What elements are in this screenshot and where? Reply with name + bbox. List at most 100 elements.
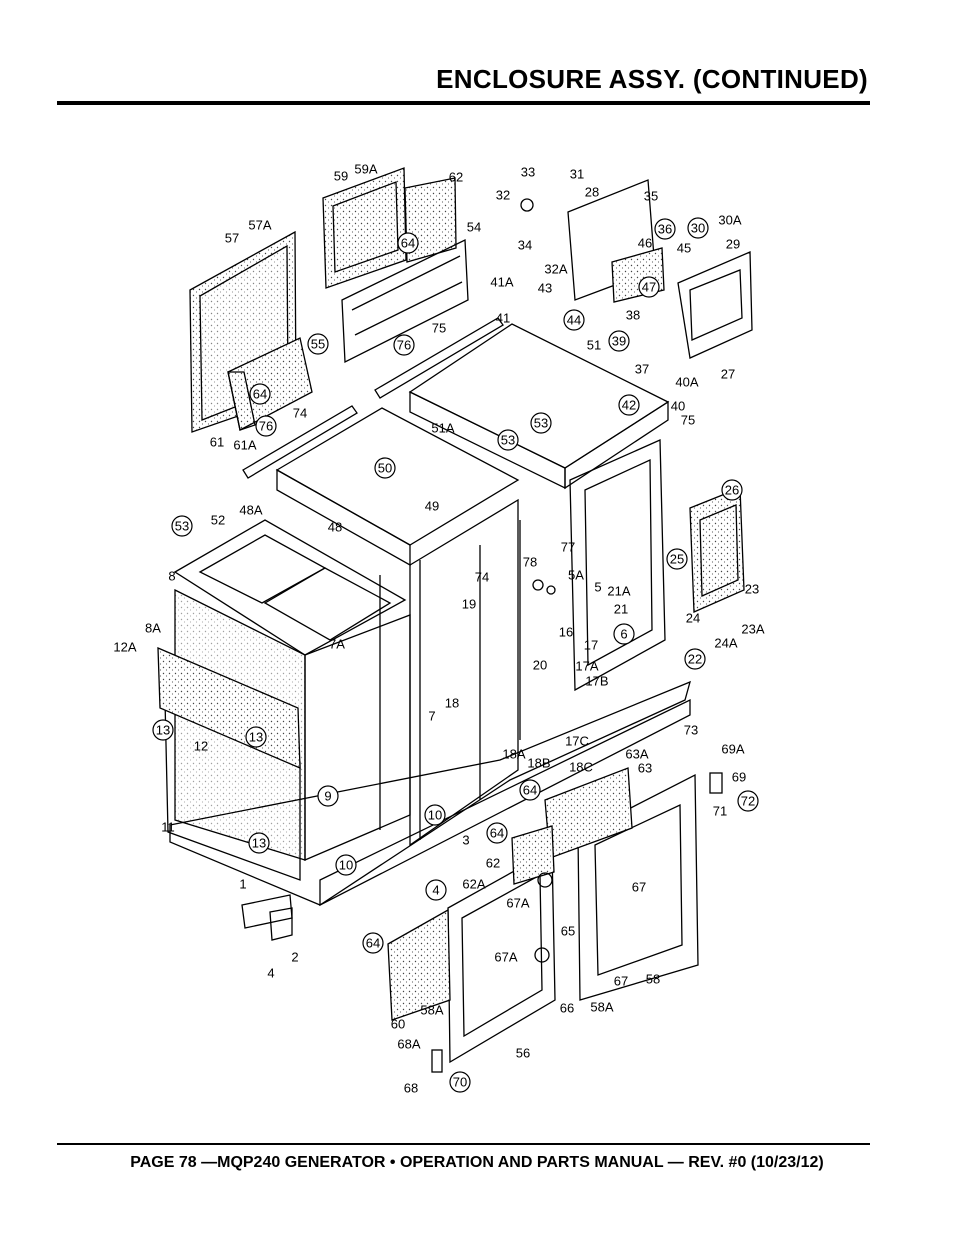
callout-label: 8A	[145, 621, 161, 636]
callout-label: 68	[404, 1081, 418, 1096]
callout-label: 53	[501, 433, 515, 448]
top-panel-59	[322, 167, 407, 289]
callout-label: 33	[521, 165, 535, 180]
callout-circle	[687, 217, 709, 239]
callout: 17	[584, 638, 598, 653]
callout-label: 64	[523, 783, 537, 798]
bolt-77	[546, 585, 556, 595]
callout-label: 68A	[397, 1037, 420, 1052]
callout-label: 29	[726, 237, 740, 252]
callout-label: 67	[632, 880, 646, 895]
callout: 53	[497, 429, 519, 451]
callout-label: 64	[253, 387, 267, 402]
callout-label: 77	[561, 540, 575, 555]
callout-circle	[684, 648, 706, 670]
callout: 49	[425, 499, 439, 514]
callout-label: 71	[713, 804, 727, 819]
callout: 52	[211, 513, 225, 528]
callout-label: 75	[681, 413, 695, 428]
callout-circle	[362, 932, 384, 954]
front-roof-52	[173, 519, 407, 656]
callout: 17C	[565, 734, 589, 749]
callout: 28	[585, 185, 599, 200]
callout: 23	[745, 582, 759, 597]
callout-label: 12	[194, 739, 208, 754]
callout: 38	[626, 308, 640, 323]
callout-circle	[152, 719, 174, 741]
callout-label: 67A	[494, 950, 517, 965]
bracket-2-4	[241, 894, 293, 941]
side-panel-21	[569, 439, 666, 692]
callout: 62A	[462, 877, 485, 892]
callout-label: 69A	[721, 742, 744, 757]
callout-circle	[397, 232, 419, 254]
callout-label: 13	[252, 836, 266, 851]
callout-label: 34	[518, 238, 532, 253]
callout: 8	[168, 569, 175, 584]
door-panel-27	[677, 251, 753, 359]
callout: 53	[530, 412, 552, 434]
callout: 35	[644, 189, 658, 204]
callout-label: 35	[644, 189, 658, 204]
callout: 5	[594, 580, 601, 595]
callout-circle	[638, 276, 660, 298]
callout-label: 53	[175, 519, 189, 534]
callout-label: 18B	[527, 756, 550, 771]
callout: 68	[404, 1081, 418, 1096]
knob-67a-1	[537, 872, 553, 888]
callout-label: 73	[684, 723, 698, 738]
callout: 13	[245, 726, 267, 748]
knob-67a-2	[534, 947, 550, 963]
callout-label: 23A	[741, 622, 764, 637]
callout-label: 43	[538, 281, 552, 296]
callout: 18B	[527, 756, 550, 771]
callout: 30	[687, 217, 709, 239]
callout-label: 7A	[329, 637, 345, 652]
callout: 4	[425, 879, 447, 901]
mid-roof-48	[275, 407, 520, 567]
callout: 23A	[741, 622, 764, 637]
callout-label: 45	[677, 241, 691, 256]
callout: 67	[632, 880, 646, 895]
callout: 10	[335, 854, 357, 876]
callout-label: 74	[293, 406, 307, 421]
callout-label: 8	[168, 569, 175, 584]
duct-63	[544, 767, 633, 859]
callout-label: 18	[445, 696, 459, 711]
callout: 58A	[420, 1003, 443, 1018]
callout: 3	[462, 833, 469, 848]
callout-label: 19	[462, 597, 476, 612]
louver-54	[341, 238, 469, 364]
callout: 61	[210, 435, 224, 450]
callout-label: 17A	[575, 659, 598, 674]
callout-circle	[721, 479, 743, 501]
callout-label: 24	[686, 611, 700, 626]
callout: 59A	[354, 162, 377, 177]
callout-label: 62	[486, 856, 500, 871]
callout: 44	[563, 309, 585, 331]
callout: 50	[374, 457, 396, 479]
latch-68	[431, 1049, 443, 1073]
callout: 40	[671, 399, 685, 414]
callout-label: 16	[559, 625, 573, 640]
callout-label: 60	[391, 1017, 405, 1032]
callout-circle	[335, 854, 357, 876]
callout-label: 37	[635, 362, 649, 377]
callout-label: 28	[585, 185, 599, 200]
callout: 12	[194, 739, 208, 754]
callout-label: 6	[620, 627, 627, 642]
callout-circle	[248, 832, 270, 854]
callout: 13	[152, 719, 174, 741]
callout-label: 10	[339, 858, 353, 873]
callout: 25	[666, 548, 688, 570]
callout-circle	[608, 330, 630, 352]
callout-circle	[249, 383, 271, 405]
callout-label: 20	[533, 658, 547, 673]
callout: 22	[684, 648, 706, 670]
callout: 75	[432, 321, 446, 336]
callout-label: 59	[334, 169, 348, 184]
callout-label: 27	[721, 367, 735, 382]
footer-rule	[57, 1143, 870, 1145]
callout: 11	[161, 820, 175, 835]
callout: 60	[391, 1017, 405, 1032]
